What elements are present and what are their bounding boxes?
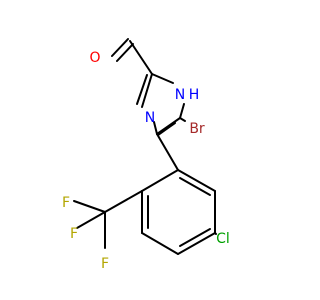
bond-cf3-f2 [76, 211, 106, 229]
bond-c-cl-2 [214, 232, 217, 235]
atom-f3: F [101, 256, 109, 272]
bond-ar-4 [141, 232, 179, 255]
atom-nh-h: H [189, 87, 200, 103]
bond-c4-n3 [153, 121, 158, 135]
bond-ar-3 [177, 232, 216, 255]
atom-nh: N H [175, 87, 200, 103]
bond-c2-n1 [151, 73, 174, 84]
bond-c4-ph [156, 133, 179, 171]
bond-co-2 [116, 43, 134, 62]
atom-f1: F [62, 195, 70, 211]
structure-canvas: O N H N Br Cl F F F [61, 38, 230, 272]
bond-cf3-f1 [73, 200, 106, 213]
bond-n3-c2-inner [136, 74, 148, 105]
bond-n1-c5 [179, 103, 185, 119]
bond-ar-6 [141, 169, 179, 192]
atom-n: N [145, 110, 155, 126]
bond-ar-1d [179, 177, 211, 196]
bond-c-br [179, 117, 186, 122]
atom-f2: F [70, 226, 78, 242]
atom-br: Br [189, 121, 205, 137]
bond-c-ald [129, 40, 153, 75]
atom-cl: Cl [216, 231, 230, 247]
molecule-drawing: O N H N Br Cl F F F [62, 38, 230, 272]
atom-nh-n: N [175, 87, 185, 103]
bond-ar-1 [177, 169, 216, 192]
bond-c5-c4-inner [157, 122, 176, 136]
atom-o: O [89, 50, 100, 66]
bond-ar-3d [179, 228, 211, 247]
bond-n3-c2 [141, 73, 153, 108]
bond-c5-c4 [156, 117, 181, 135]
bond-co-1 [111, 38, 129, 57]
bond-c-cf3 [104, 190, 143, 213]
